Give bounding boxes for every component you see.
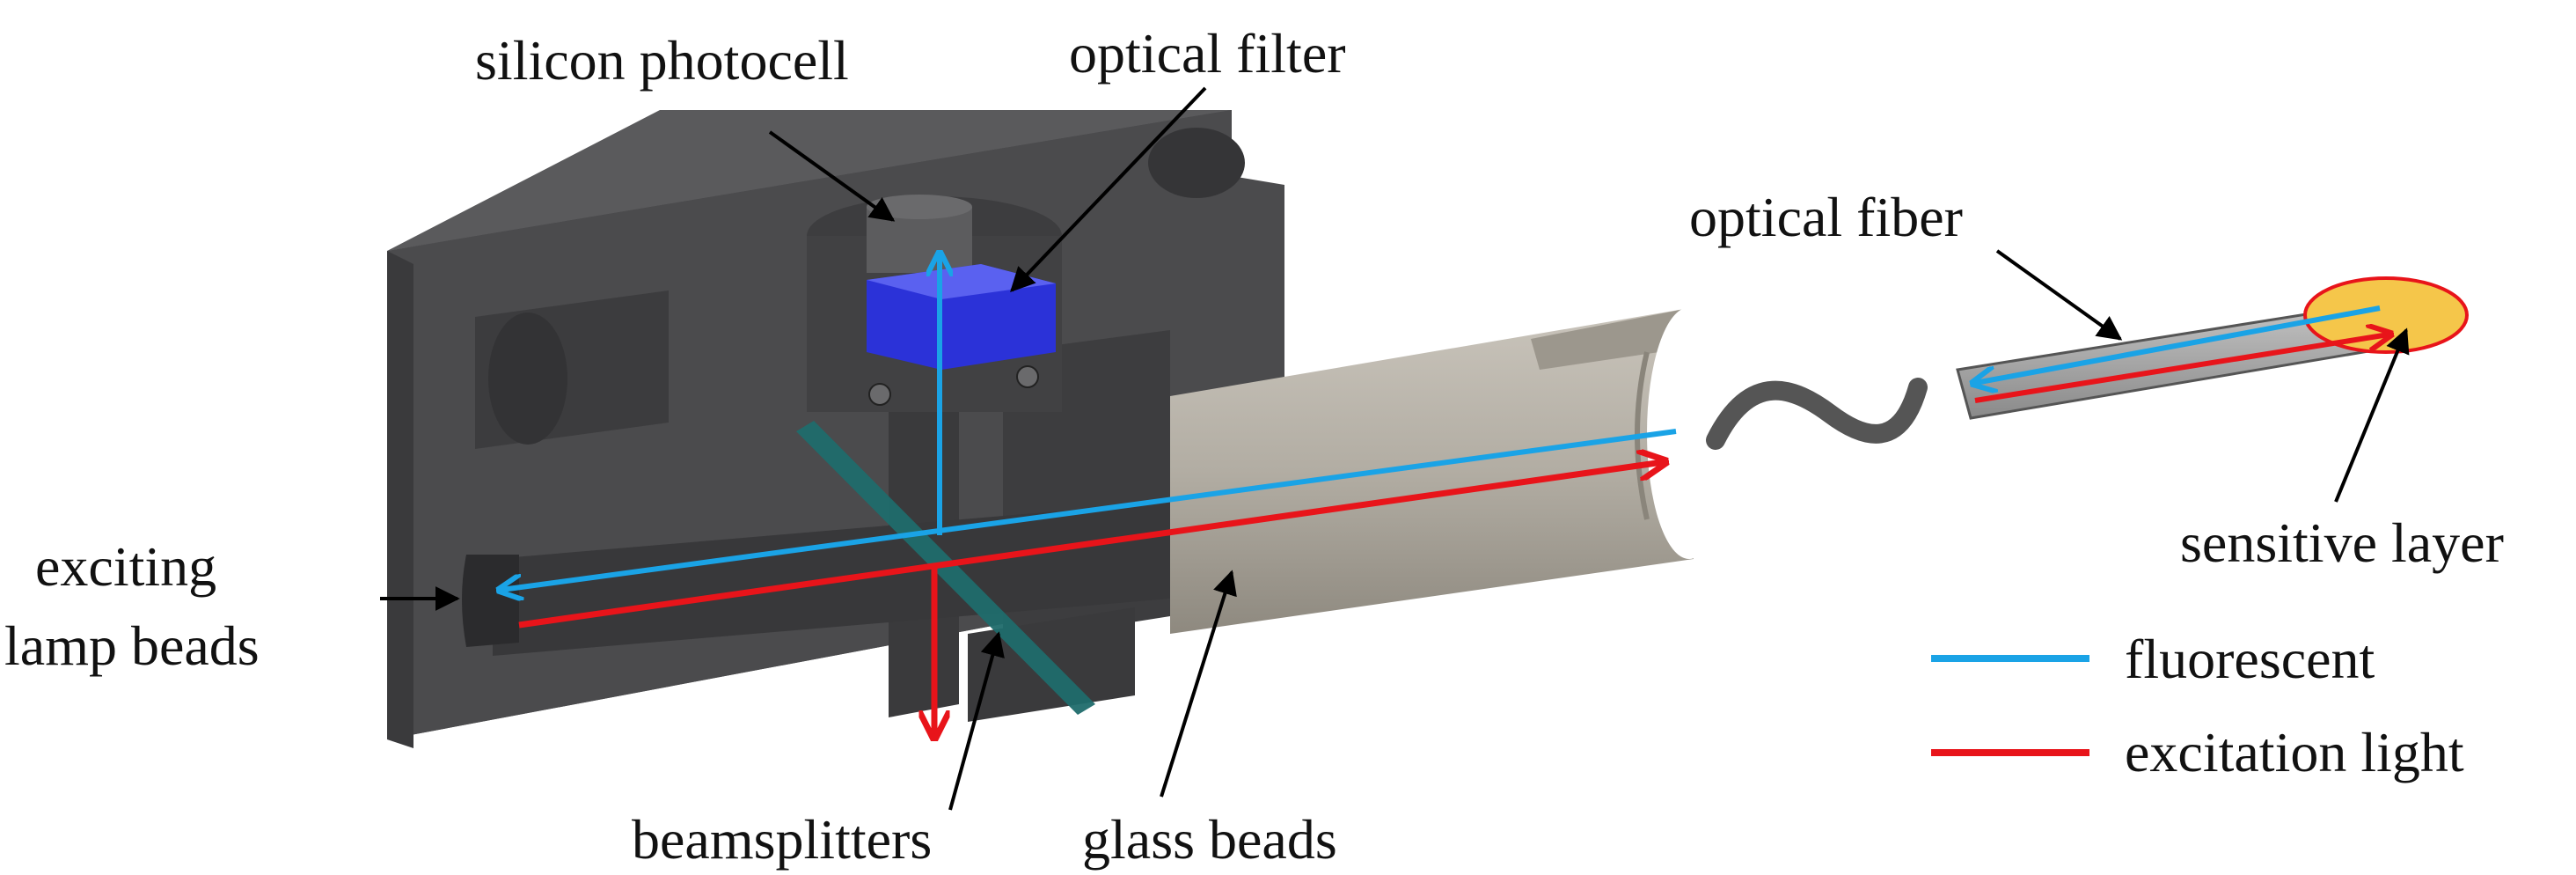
rear-hole bbox=[1148, 128, 1245, 198]
tube-top-slot bbox=[1531, 308, 1689, 370]
light-paths bbox=[501, 255, 1677, 735]
optical-filter-top bbox=[867, 264, 1056, 299]
label-sensitive-layer: sensitive layer bbox=[2180, 511, 2504, 574]
label-silicon-photocell: silicon photocell bbox=[475, 29, 849, 92]
tube-body bbox=[1170, 308, 1694, 634]
o-ring-left bbox=[868, 383, 891, 406]
label-optical-fiber: optical fiber bbox=[1689, 186, 1963, 248]
label-optical-filter: optical filter bbox=[1069, 22, 1346, 85]
callout-sensitive-layer bbox=[2334, 327, 2410, 503]
optical-fiber-probe bbox=[1956, 276, 2469, 420]
sensitive-layer bbox=[2303, 276, 2469, 354]
callout-optical-filter bbox=[1010, 86, 1207, 293]
label-glass-beads: glass beads bbox=[1082, 808, 1337, 871]
coupling-tube bbox=[1170, 307, 1731, 634]
upper-cavity-edge bbox=[488, 312, 567, 445]
housing-block bbox=[387, 110, 1299, 748]
callout-beamsplitters bbox=[948, 631, 1005, 811]
legend: fluorescent excitation light bbox=[1931, 628, 2464, 783]
fiber-break-tilde bbox=[1706, 378, 1928, 450]
tube-opening bbox=[1647, 307, 1731, 559]
fiber-excitation-ray bbox=[1974, 335, 2389, 403]
callouts bbox=[380, 86, 2410, 811]
label-exciting: exciting bbox=[35, 535, 216, 598]
o-ring-right bbox=[1016, 365, 1039, 388]
excitation-ray-horizontal bbox=[518, 462, 1663, 629]
fiber-fluorescent-ray bbox=[1975, 305, 2381, 383]
silicon-photocell-top bbox=[867, 195, 972, 219]
label-beamsplitters: beamsplitters bbox=[632, 808, 932, 871]
fluorescent-ray-horizontal bbox=[501, 429, 1677, 590]
housing-left-face bbox=[387, 251, 413, 748]
callout-silicon-photocell bbox=[768, 130, 896, 222]
legend-label-fluorescent: fluorescent bbox=[2125, 628, 2375, 690]
callout-optical-fiber bbox=[1995, 249, 2123, 341]
label-lamp-beads: lamp beads bbox=[4, 614, 260, 677]
legend-label-excitation: excitation light bbox=[2125, 721, 2464, 783]
exciting-lamp-bead bbox=[462, 555, 519, 647]
callout-glass-beads bbox=[1160, 570, 1237, 798]
beamsplitter bbox=[796, 421, 1095, 715]
